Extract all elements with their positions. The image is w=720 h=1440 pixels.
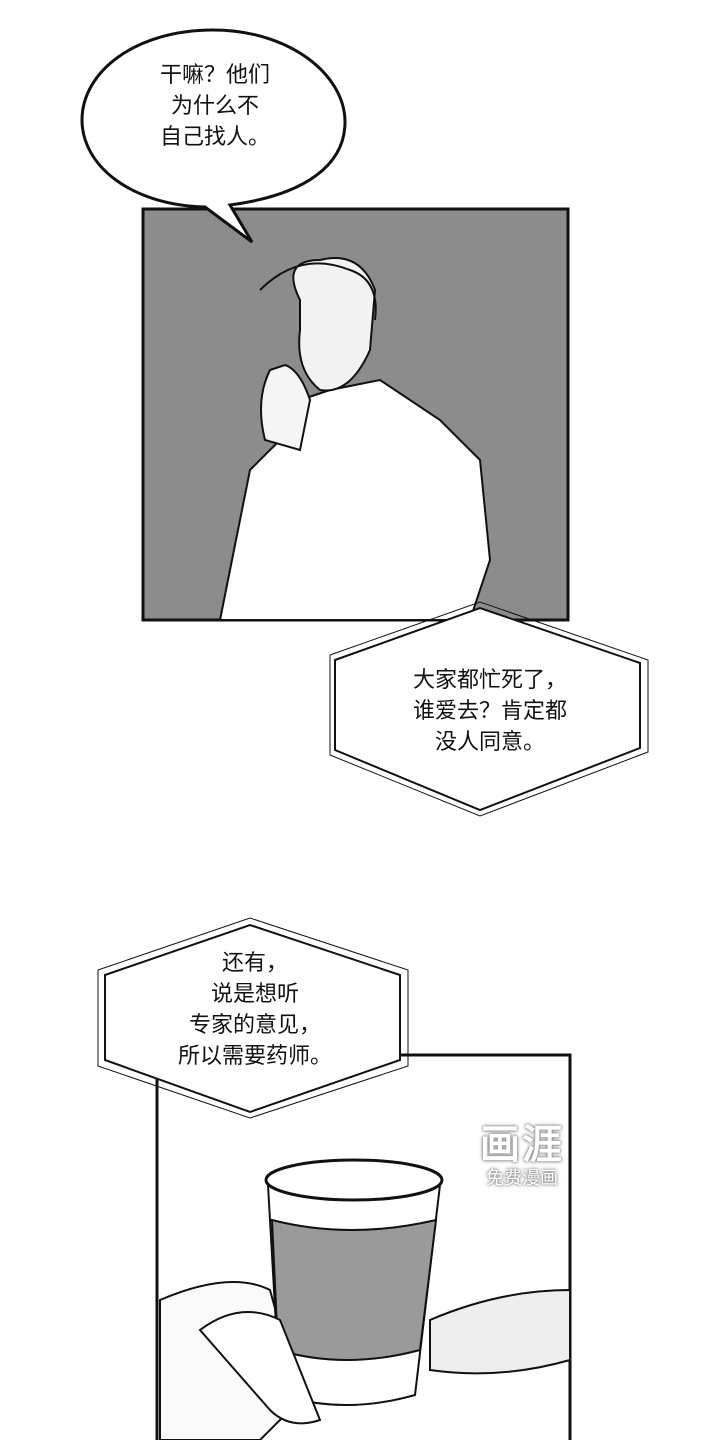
panel-man-on-phone bbox=[141, 207, 570, 622]
speech-bubble-text: 干嘛？他们 为什么不 自己找人。 bbox=[110, 60, 320, 153]
caption-line: 还有， bbox=[221, 951, 288, 976]
caption-box-1-text: 大家都忙死了， 谁爱去？肯定都 没人同意。 bbox=[370, 665, 610, 758]
speech-line: 为什么不 bbox=[170, 94, 259, 119]
caption-line: 说是想听 bbox=[210, 982, 299, 1007]
caption-box-1-frame bbox=[329, 601, 649, 817]
speech-line: 自己找人。 bbox=[159, 125, 270, 150]
watermark-logo-text: 画涯 bbox=[480, 1122, 564, 1168]
caption-box-2-frame bbox=[97, 917, 409, 1119]
watermark-tagline: 免费漫画 bbox=[486, 1168, 558, 1189]
speech-line: 干嘛？他们 bbox=[159, 63, 270, 88]
caption-line: 大家都忙死了， bbox=[412, 668, 567, 693]
watermark-logo: 画涯 免费漫画 bbox=[462, 1122, 582, 1190]
caption-box-2-text: 还有， 说是想听 专家的意见， 所以需要药师。 bbox=[140, 948, 370, 1072]
caption-line: 没人同意。 bbox=[434, 730, 545, 755]
caption-line: 所以需要药师。 bbox=[177, 1044, 332, 1069]
caption-line: 谁爱去？肯定都 bbox=[412, 699, 567, 724]
panel-coffee-cup bbox=[155, 1053, 572, 1440]
speech-bubble bbox=[80, 28, 347, 244]
caption-line: 专家的意见， bbox=[188, 1013, 321, 1038]
